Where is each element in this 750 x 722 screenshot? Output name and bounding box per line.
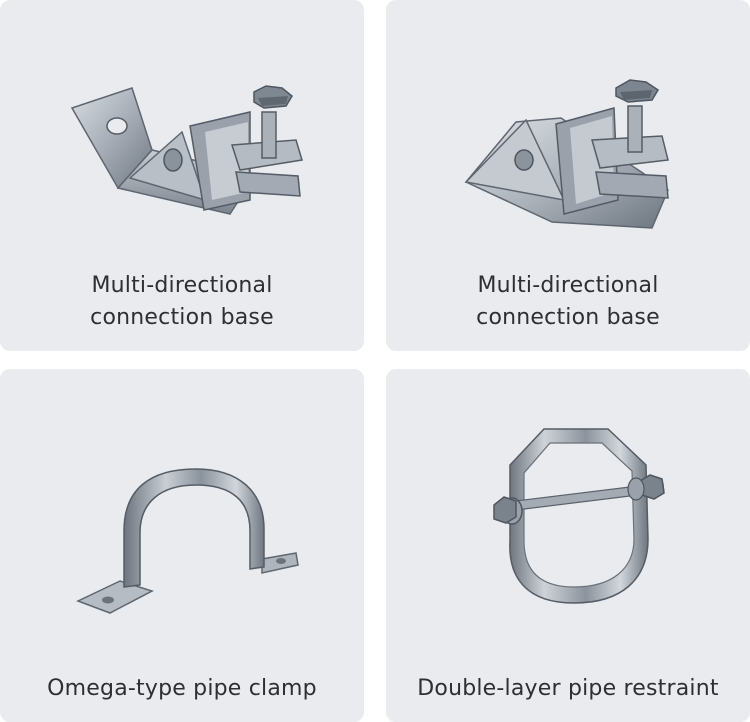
double-layer-pipe-restraint-icon [493, 428, 665, 604]
product-card-connection-base-2[interactable]: Multi-directional connection base [386, 0, 750, 351]
caption-line-1: Double-layer pipe restraint [417, 676, 719, 701]
product-card-omega-clamp[interactable]: Omega-type pipe clamp [0, 369, 364, 722]
caption-line-1: Omega-type pipe clamp [47, 676, 317, 701]
product-caption: Multi-directional connection base [386, 270, 750, 334]
caption-line-2: connection base [476, 305, 660, 330]
product-card-connection-base-1[interactable]: Multi-directional connection base [0, 0, 364, 351]
caption-line-1: Multi-directional [477, 273, 659, 298]
product-caption: Double-layer pipe restraint [386, 673, 750, 705]
connection-base-triangle-plate-icon [464, 79, 669, 229]
caption-line-1: Multi-directional [91, 273, 273, 298]
caption-line-2: connection base [90, 305, 274, 330]
omega-pipe-clamp-icon [76, 468, 299, 614]
connection-base-bent-plate-icon [70, 85, 303, 215]
product-caption: Multi-directional connection base [0, 270, 364, 334]
product-card-double-layer-restraint[interactable]: Double-layer pipe restraint [386, 369, 750, 722]
product-caption: Omega-type pipe clamp [0, 673, 364, 705]
